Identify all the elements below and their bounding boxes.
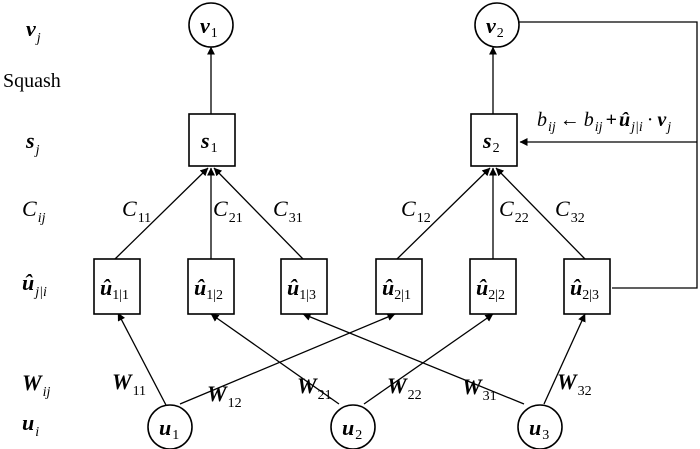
edge-u21-s2 — [396, 167, 491, 260]
coupling-label-c32: C32 — [555, 196, 585, 226]
input-label-u3: u3 — [529, 415, 549, 443]
weight-label-w11: W11 — [112, 369, 146, 399]
row-label-squash: Squash — [3, 70, 61, 92]
coupling-label-c22: C22 — [499, 196, 529, 226]
prediction-node-u1-1: û1|1 — [93, 258, 141, 315]
row-label-c: Cij — [22, 196, 46, 226]
prediction-node-u2-1: û2|1 — [375, 258, 423, 315]
weight-label-w22: W22 — [387, 373, 422, 403]
input-node-u1: u1 — [147, 404, 193, 449]
prediction-node-u2-3: û2|3 — [563, 258, 611, 315]
row-label-u-hat: ûj|i — [22, 270, 47, 300]
feedback-line — [519, 21, 698, 289]
edge-u13-s1 — [213, 167, 304, 260]
edge-u11-s1 — [114, 167, 209, 260]
prediction-node-u2-2: û2|2 — [469, 258, 517, 315]
prediction-node-u1-2: û1|2 — [187, 258, 235, 315]
row-label-w: Wij — [22, 370, 50, 400]
output-label-v2: v2 — [486, 13, 504, 41]
prediction-label-u2-3: û2|3 — [570, 275, 599, 303]
output-node-v1: v1 — [188, 2, 234, 48]
weight-label-w31: W31 — [462, 374, 497, 404]
prediction-label-u1-2: û1|2 — [194, 275, 223, 303]
row-label-u: ui — [22, 410, 39, 440]
sum-node-s2: s2 — [470, 113, 518, 167]
output-label-v1: v1 — [200, 13, 218, 41]
edge-u3-u13 — [302, 313, 525, 405]
sum-node-s1: s1 — [188, 113, 236, 167]
input-node-u3: u3 — [517, 404, 563, 449]
edge-u23-s2 — [495, 167, 586, 260]
sum-label-s1: s1 — [200, 128, 218, 156]
coupling-label-c12: C12 — [401, 196, 431, 226]
prediction-label-u2-2: û2|2 — [476, 275, 505, 303]
prediction-node-u1-3: û1|3 — [280, 258, 328, 315]
prediction-label-u1-1: û1|1 — [100, 275, 129, 303]
weight-label-w12: W12 — [207, 381, 242, 411]
edge-u1-u11 — [117, 312, 168, 408]
row-label-s: sj — [25, 128, 40, 158]
coupling-label-c31: C31 — [273, 196, 303, 226]
prediction-label-u2-1: û2|1 — [382, 275, 411, 303]
input-label-u1: u1 — [159, 415, 179, 443]
prediction-label-u1-3: û1|3 — [287, 275, 316, 303]
input-node-u2: u2 — [330, 404, 376, 449]
update-rule: bij←bij+ûj|i·vj — [537, 109, 671, 135]
sum-label-s2: s2 — [482, 128, 500, 156]
edge-u1-u21 — [179, 313, 396, 405]
coupling-label-c21: C21 — [213, 196, 243, 226]
row-label-v: vj — [26, 16, 41, 46]
weight-label-w32: W32 — [557, 369, 592, 399]
weight-label-w21: W21 — [297, 373, 332, 403]
coupling-label-c11: C11 — [122, 196, 151, 226]
edge-u3-u23 — [543, 313, 586, 405]
edge-u2-u12 — [210, 313, 340, 405]
input-label-u2: u2 — [342, 415, 362, 443]
output-node-v2: v2 — [474, 2, 520, 48]
edge-u2-u22 — [363, 313, 494, 405]
